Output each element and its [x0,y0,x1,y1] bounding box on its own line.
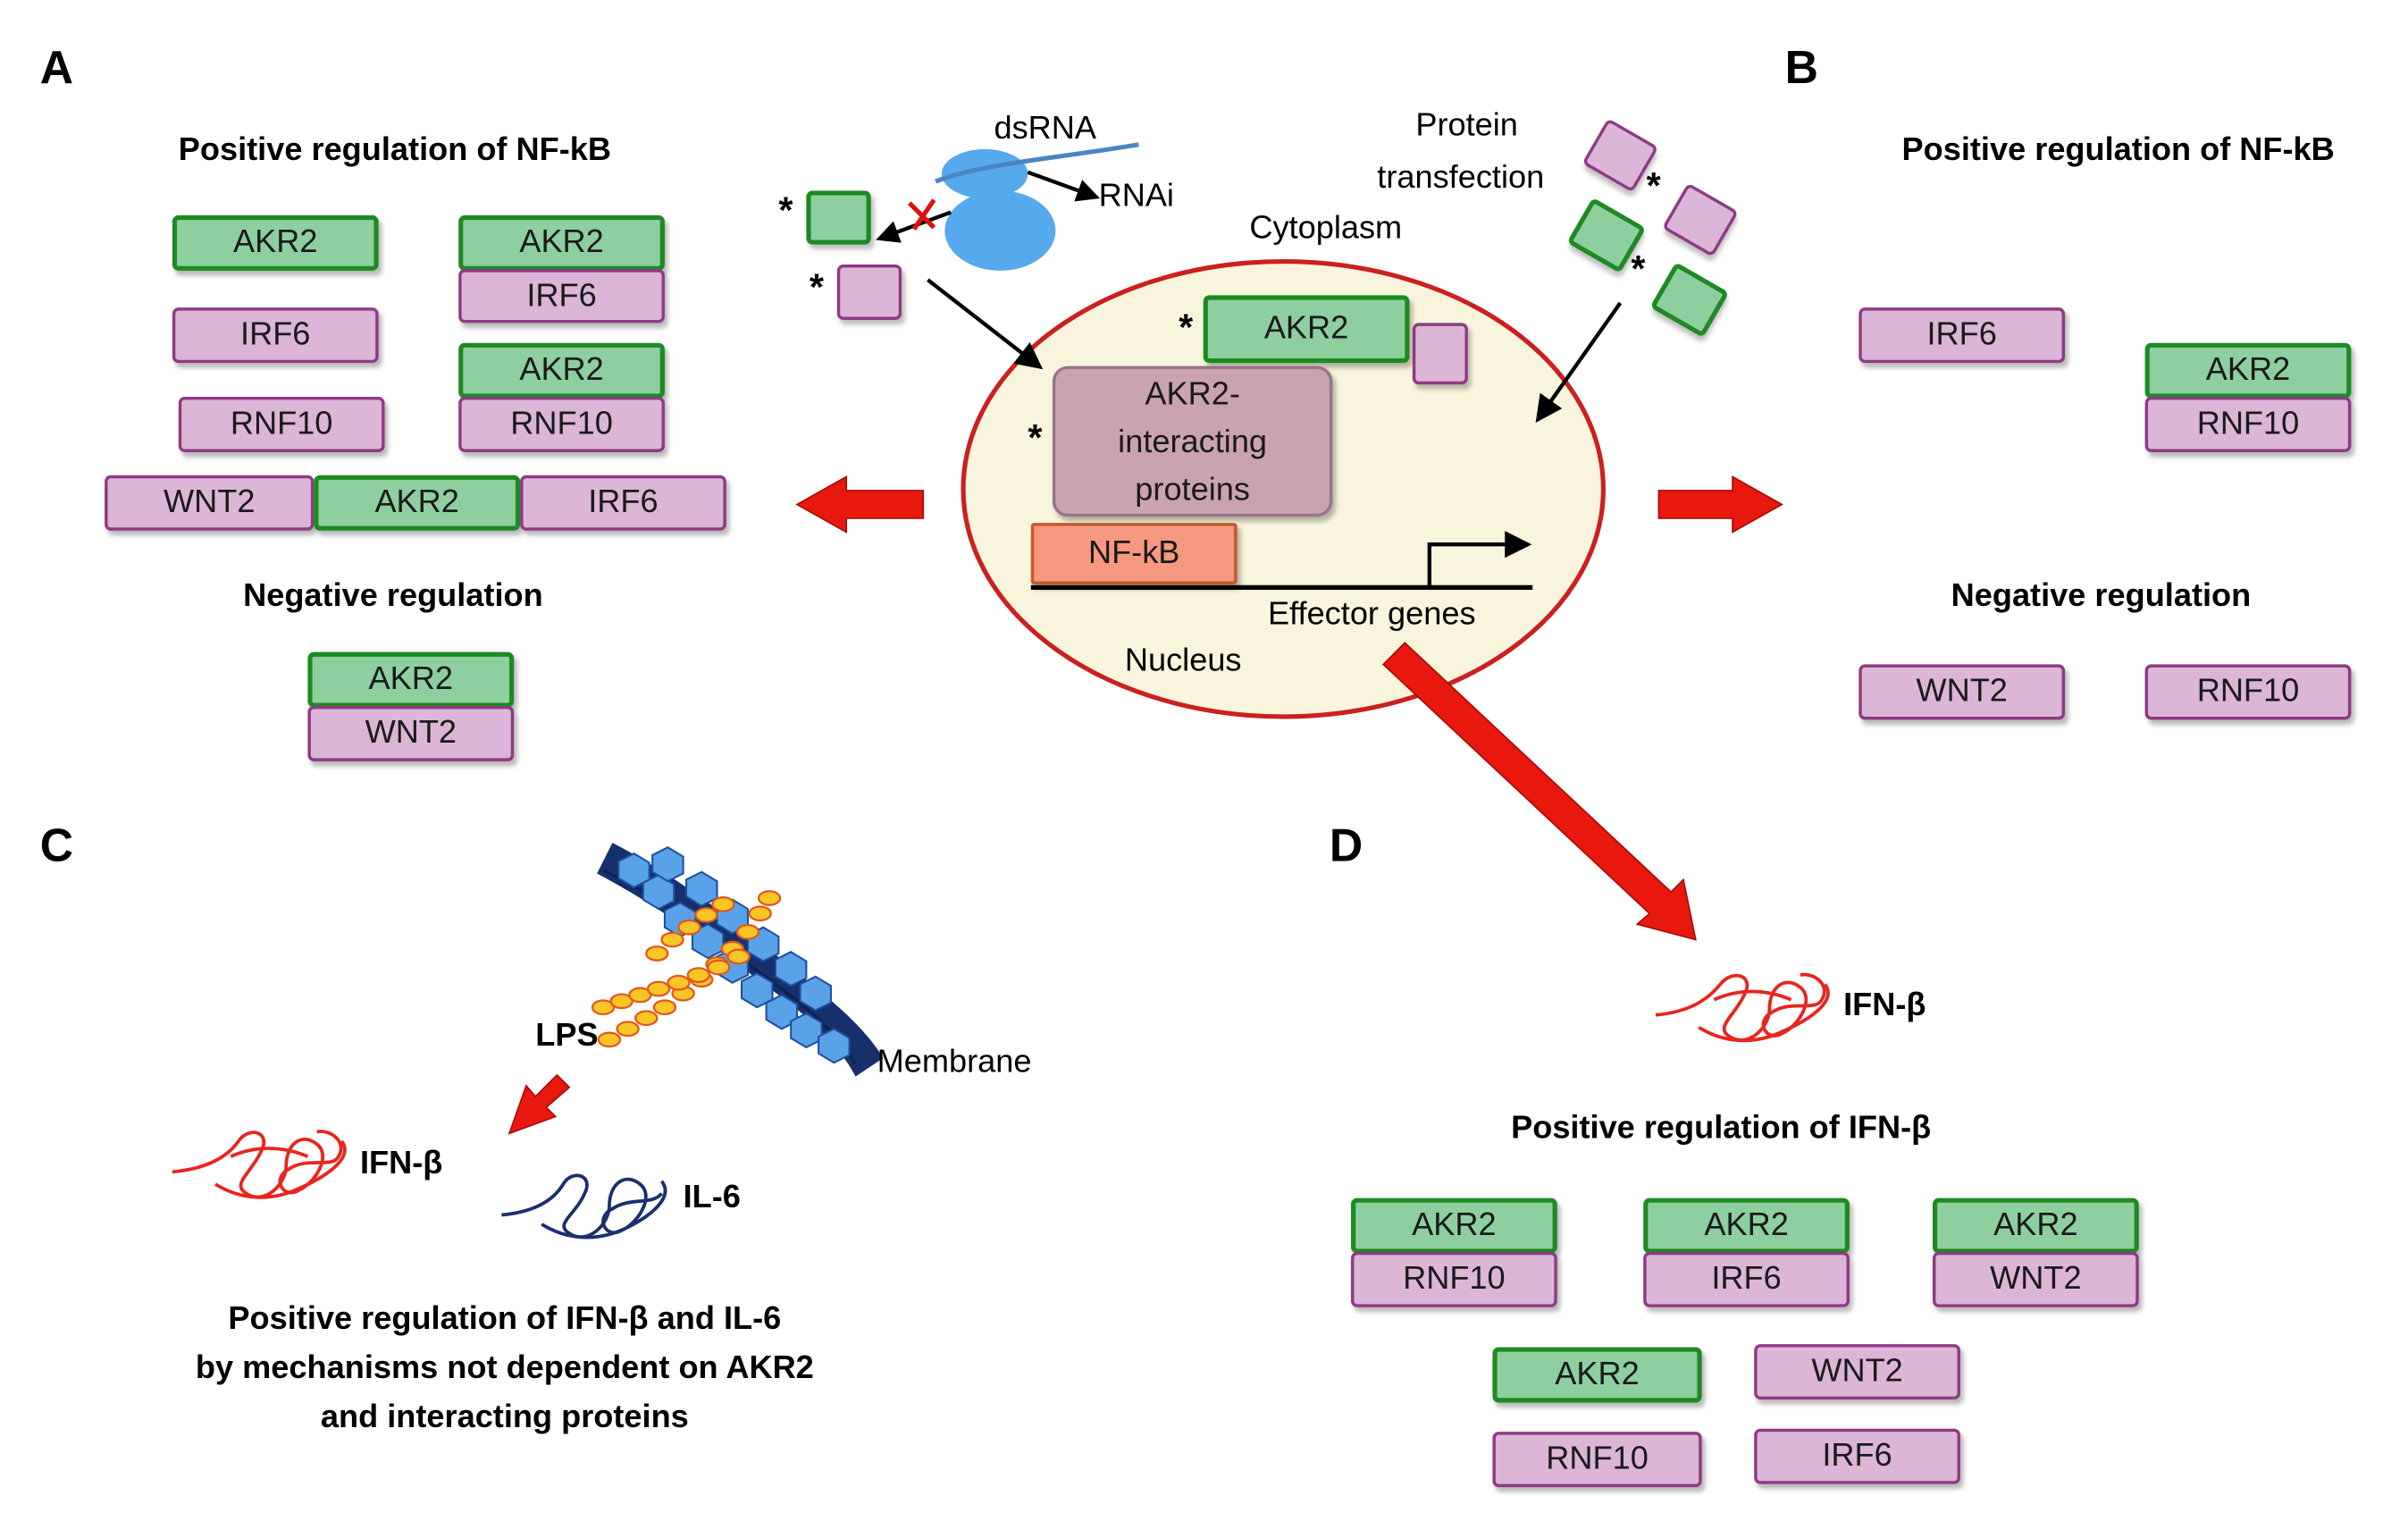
protein-transfection-label-line1: Protein [1415,107,1518,144]
arrow-to-panel-d [1381,642,1697,941]
asterisk: * [809,267,824,309]
asterisk: * [1646,165,1661,208]
nucleus-partner-square [1412,323,1468,385]
akr2-square-small [806,190,871,245]
dicer-complex [935,142,1139,271]
panel-a-akr2-box: AKR2 [172,214,379,271]
rnai-to-nucleus-arrow [927,278,1044,370]
membrane-label: Membrane [877,1044,1032,1080]
panel-a-irf6-box: IRF6 [172,307,379,364]
panel-label-a: A [39,43,74,94]
panel-a-akr2-box: AKR2 [307,651,515,708]
panel-a-akr2-box: AKR2 [314,475,521,531]
partner-square-small [836,264,902,320]
asterisk: * [778,190,793,232]
panel-c-caption-line2: by mechanisms not dependent on AKR2 [195,1349,814,1386]
asterisk: * [1028,418,1043,460]
panel-a-irf6-box: IRF6 [458,269,665,324]
panel-label-c: C [39,820,74,872]
lps-label: LPS [535,1018,599,1054]
ifn-beta-label-c: IFN-β [359,1146,443,1181]
panel-b-rnf10-box: RNF10 [2144,664,2352,720]
panel-a-heading-positive: Positive regulation of NF-kB [178,131,612,168]
interacting-label-line1: AKR2- [1145,375,1240,412]
panel-d-rnf10-box: RNF10 [1351,1251,1557,1307]
il6-squiggle [501,1173,667,1239]
rnai-arrow [1027,170,1100,202]
interacting-label-line3: proteins [1135,471,1250,508]
nucleus-label: Nucleus [1124,643,1242,678]
panel-d-akr2-box: AKR2 [1492,1347,1702,1403]
panel-d-akr2-box: AKR2 [1932,1197,2139,1254]
ifn-beta-squiggle-c [172,1130,347,1199]
panel-b-heading-negative: Negative regulation [1951,578,2252,614]
nfkb-box: NF-kB [1030,523,1238,584]
arrow-to-panel-b [1657,475,1783,534]
panel-a-irf6-box: IRF6 [520,475,726,531]
akr2-interacting-proteins-box: AKR2- interacting proteins [1052,366,1333,517]
protein-transfection-label-line2: transfection [1377,159,1545,196]
panel-a-wnt2-box: WNT2 [307,705,515,761]
rnai-label: RNAi [1098,178,1174,214]
transcription-start-arrow [1427,531,1532,588]
cytoplasm-label: Cytoplasm [1249,210,1403,247]
il6-label: IL-6 [683,1179,741,1215]
lps-chains [591,890,782,1048]
panel-a-wnt2-box: WNT2 [105,475,315,531]
panel-a-akr2-box: AKR2 [458,342,665,399]
panel-label-b: B [1784,43,1818,94]
dsrna-label: dsRNA [994,110,1097,147]
nucleus-akr2-box: AKR2 [1203,295,1410,364]
panel-c-caption-line3: and interacting proteins [320,1399,689,1435]
panel-b-akr2-box: AKR2 [2144,342,2352,399]
panel-d-wnt2-box: WNT2 [1932,1251,2139,1307]
arrow-to-panel-a [795,475,925,534]
asterisk: * [1631,248,1646,291]
panel-c-caption-line1: Positive regulation of IFN-β and IL-6 [228,1300,782,1337]
panel-b-heading-positive: Positive regulation of NF-kB [1901,131,2335,168]
panel-d-rnf10-box: RNF10 [1492,1432,1702,1488]
panel-d-akr2-box: AKR2 [1351,1197,1557,1254]
panel-a-rnf10-box: RNF10 [178,396,385,452]
panel-a-rnf10-box: RNF10 [458,396,665,452]
panel-b-rnf10-box: RNF10 [2144,396,2352,452]
panel-b-irf6-box: IRF6 [1858,307,2066,364]
arrow-lps [508,1073,571,1135]
panel-a-akr2-box: AKR2 [458,214,665,271]
asterisk: * [1179,307,1194,349]
panel-d-irf6-box: IRF6 [1643,1251,1850,1307]
effector-genes-label: Effector genes [1268,596,1476,633]
panel-label-d: D [1329,820,1363,872]
ifn-beta-label-d: IFN-β [1843,987,1926,1023]
panel-b-wnt2-box: WNT2 [1858,664,2066,720]
interacting-label-line2: interacting [1118,424,1268,459]
transfection-to-nucleus-arrow [1535,301,1623,424]
panel-d-irf6-box: IRF6 [1754,1428,1960,1484]
panel-d-akr2-box: AKR2 [1643,1197,1850,1254]
ifn-beta-squiggle-d [1655,972,1830,1043]
panel-a-heading-negative: Negative regulation [243,578,543,614]
panel-c-caption: Positive regulation of IFN-β and IL-6 by… [89,1295,920,1442]
block-x-icon [907,198,936,231]
panel-d-wnt2-box: WNT2 [1754,1344,1960,1400]
panel-d-heading: Positive regulation of IFN-β [1511,1110,1932,1147]
